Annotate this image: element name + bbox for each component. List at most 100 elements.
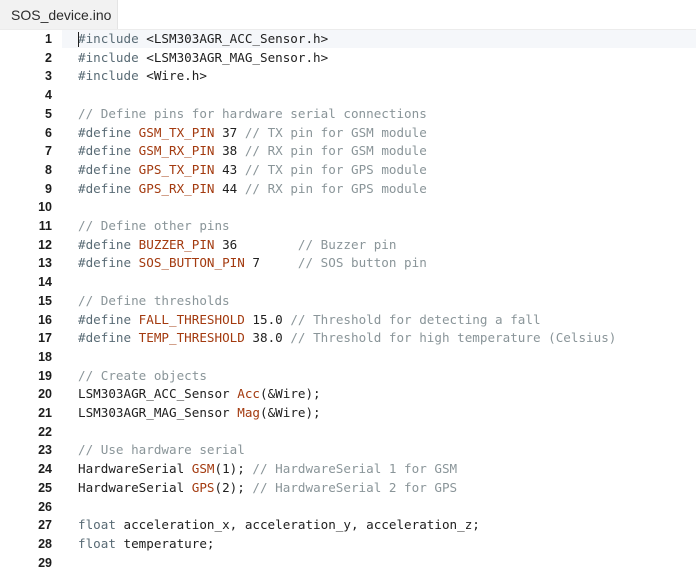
code-token: #define: [78, 330, 139, 346]
code-token: acceleration_x, acceleration_y, accelera…: [123, 517, 480, 533]
code-line[interactable]: 18: [0, 348, 696, 367]
code-token: <Wire.h>: [146, 68, 207, 84]
code-line[interactable]: 19// Create objects: [0, 367, 696, 386]
line-number: 27: [38, 518, 52, 533]
code-text: float temperature;: [78, 535, 215, 554]
line-number: 1: [45, 32, 52, 46]
code-line[interactable]: 15// Define thresholds: [0, 292, 696, 311]
code-token: GSM_TX_PIN: [138, 124, 215, 140]
code-text: #define GSM_RX_PIN 38 // RX pin for GSM …: [78, 142, 427, 161]
code-token: #include: [78, 31, 147, 46]
line-number: 5: [45, 106, 52, 121]
code-token: #include: [78, 68, 147, 84]
code-line[interactable]: 11// Define other pins: [0, 217, 696, 236]
code-token: HardwareSerial: [78, 479, 192, 495]
line-number-gutter: [0, 30, 62, 568]
code-token: 43: [214, 161, 245, 177]
line-number: 22: [38, 424, 52, 439]
code-token: GSM: [191, 461, 215, 477]
code-token: #define: [78, 311, 139, 327]
code-line[interactable]: 13 #define SOS_BUTTON_PIN 7 // SOS button…: [0, 254, 696, 273]
code-text: #define SOS_BUTTON_PIN 7 // SOS button p…: [78, 254, 427, 273]
code-text: #include <LSM303AGR_ACC_Sensor.h>: [78, 30, 328, 49]
line-number: 29: [38, 555, 52, 570]
code-text: LSM303AGR_MAG_Sensor Mag(&Wire);: [78, 404, 321, 423]
code-token: #include: [78, 49, 147, 65]
code-line[interactable]: 9#define GPS_RX_PIN 44 // RX pin for GPS…: [0, 180, 696, 199]
line-number: 14: [38, 275, 52, 290]
code-line[interactable]: 29: [0, 554, 696, 572]
code-token: #define: [78, 236, 139, 252]
code-token: GSM_RX_PIN: [138, 143, 215, 159]
code-token: // Create objects: [78, 367, 207, 383]
code-token: HardwareSerial: [78, 461, 192, 477]
code-token: // HardwareSerial 1 for GSM: [252, 461, 458, 477]
code-line[interactable]: 21 LSM303AGR_MAG_Sensor Mag(&Wire);: [0, 404, 696, 423]
tab-divider: [0, 29, 696, 30]
code-token: // Use hardware serial: [78, 442, 245, 458]
code-line[interactable]: 2 #include <LSM303AGR_MAG_Sensor.h>: [0, 49, 696, 68]
line-number: 11: [38, 219, 52, 233]
code-line[interactable]: 5 // Define pins for hardware serial conn…: [0, 105, 696, 124]
code-token: #define: [78, 161, 139, 177]
code-token: // Threshold for detecting a fall: [290, 311, 541, 327]
line-number: 21: [38, 406, 52, 420]
code-line[interactable]: 14: [0, 273, 696, 292]
code-line[interactable]: 8 #define GPS_TX_PIN 43 // TX pin for GPS…: [0, 161, 696, 180]
code-text: // Use hardware serial: [78, 441, 245, 460]
text-cursor: [78, 32, 79, 47]
line-number: 15: [38, 293, 52, 308]
code-line[interactable]: 26: [0, 498, 696, 517]
code-text: HardwareSerial GPS(2); // HardwareSerial…: [78, 479, 457, 498]
code-token: <LSM303AGR_ACC_Sensor.h>: [146, 31, 329, 46]
code-token: LSM303AGR_MAG_Sensor: [78, 405, 238, 420]
code-text: // Create objects: [78, 367, 207, 386]
code-text: #define BUZZER_PIN 36 // Buzzer pin: [78, 236, 396, 255]
code-line[interactable]: 16#define FALL_THRESHOLD 15.0 // Thresho…: [0, 311, 696, 330]
code-line[interactable]: 23 // Use hardware serial: [0, 441, 696, 460]
code-token: 36: [214, 236, 298, 252]
code-line[interactable]: 3#include <Wire.h>: [0, 67, 696, 86]
code-editor[interactable]: 1 #include <LSM303AGR_ACC_Sensor.h> 2 #incl…: [0, 30, 696, 570]
code-line[interactable]: 12#define BUZZER_PIN 36 // Buzzer pin: [0, 236, 696, 255]
code-token: temperature;: [123, 535, 215, 551]
code-token: (2);: [214, 479, 253, 495]
code-line[interactable]: 6#define GSM_TX_PIN 37 // TX pin for GSM…: [0, 124, 696, 143]
code-text: HardwareSerial GSM(1); // HardwareSerial…: [78, 460, 457, 479]
line-number: 18: [38, 349, 52, 364]
code-text: LSM303AGR_ACC_Sensor Acc(&Wire);: [78, 385, 321, 404]
code-line[interactable]: 27 float acceleration_x, acceleration_y, …: [0, 516, 696, 535]
code-line[interactable]: 7 #define GSM_RX_PIN 38 // RX pin for GSM…: [0, 142, 696, 161]
code-token: // Define pins for hardware serial conne…: [78, 105, 427, 121]
line-number: 8: [45, 162, 52, 177]
tab-bar: SOS_device.ino: [0, 0, 696, 30]
line-number: 2: [45, 50, 52, 65]
code-text: #include <LSM303AGR_MAG_Sensor.h>: [78, 49, 328, 68]
code-token: #define: [78, 180, 139, 196]
code-token: // TX pin for GPS module: [244, 161, 427, 177]
code-line[interactable]: 17#define TEMP_THRESHOLD 38.0 // Thresho…: [0, 329, 696, 348]
code-text: #define TEMP_THRESHOLD 38.0 // Threshold…: [78, 329, 616, 348]
code-line[interactable]: 4: [0, 86, 696, 105]
file-tab[interactable]: SOS_device.ino: [0, 0, 118, 30]
code-token: // RX pin for GPS module: [244, 180, 427, 196]
code-token: float: [78, 517, 124, 533]
code-text: #define GPS_TX_PIN 43 // TX pin for GPS …: [78, 161, 427, 180]
code-token: #define: [78, 255, 139, 271]
code-token: (1);: [214, 461, 253, 477]
code-line[interactable]: 22: [0, 423, 696, 442]
code-token: BUZZER_PIN: [138, 236, 215, 252]
line-number: 7: [45, 144, 52, 159]
code-token: 38: [214, 143, 245, 159]
line-number: 13: [38, 256, 52, 271]
code-line[interactable]: 10: [0, 198, 696, 217]
code-token: 37: [214, 124, 245, 140]
line-number: 10: [38, 200, 52, 215]
code-line[interactable]: 1 #include <LSM303AGR_ACC_Sensor.h>: [0, 30, 696, 49]
code-token: TEMP_THRESHOLD: [138, 330, 245, 346]
line-number: 23: [38, 443, 52, 458]
